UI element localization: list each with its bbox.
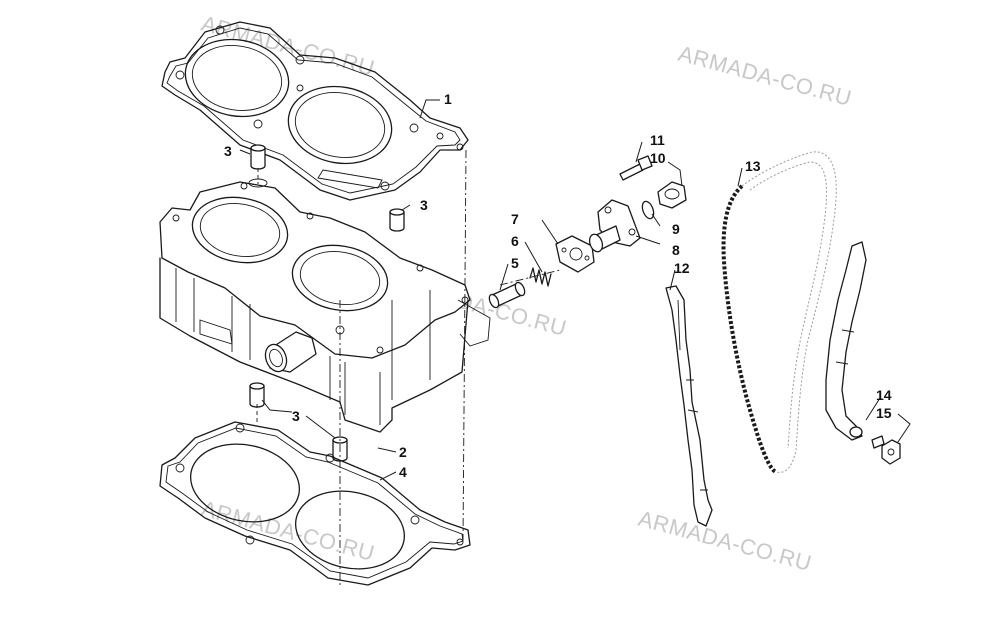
head-gasket-top (161, 21, 469, 201)
base-gasket (159, 421, 471, 586)
callout-11: 11 (650, 132, 665, 148)
callout-8: 8 (672, 242, 680, 258)
callout-12: 12 (674, 260, 690, 276)
callout-3-upper: 3 (224, 143, 232, 159)
cylinder-block (159, 181, 491, 433)
chain-guide-front (665, 285, 713, 527)
callout-6: 6 (511, 233, 519, 249)
callout-9: 9 (672, 221, 680, 237)
watermark-4: ARMADA-CO.RU (199, 496, 378, 566)
o-ring (641, 200, 655, 220)
watermark-5: ARMADA-CO.RU (636, 506, 815, 576)
chain-guide-rear (825, 241, 867, 441)
callout-1: 1 (444, 91, 452, 107)
callout-5: 5 (511, 255, 519, 271)
callout-2: 2 (399, 444, 407, 460)
dowel-pin-lower-left (249, 382, 265, 408)
callout-14: 14 (876, 387, 892, 403)
callout-4: 4 (399, 464, 407, 480)
tensioner-plunger (488, 281, 526, 309)
dowel-pin-block (389, 208, 405, 232)
watermark-2: ARMADA-CO.RU (676, 41, 855, 111)
pivot-bolt (871, 435, 901, 465)
callout-7: 7 (511, 211, 519, 227)
tensioner-bolt (619, 155, 653, 181)
tensioner-body (588, 199, 641, 253)
callout-13: 13 (745, 158, 761, 174)
tensioner-gasket (555, 235, 595, 273)
callout-15: 15 (876, 405, 892, 421)
callout-3-lower: 3 (292, 408, 300, 424)
callouts: 1 2 3 3 3 4 5 6 7 8 9 10 11 12 13 14 15 (224, 91, 892, 480)
leader-lines (239, 99, 911, 481)
dowel-pin-lower-right (332, 436, 348, 462)
alignment-lines (256, 149, 561, 585)
tensioner-plug (657, 181, 687, 209)
dowel-pin-upper (248, 144, 268, 188)
callout-3-block: 3 (420, 197, 428, 213)
callout-10: 10 (650, 150, 666, 166)
tensioner-spring (529, 267, 552, 287)
timing-chain (721, 151, 837, 474)
